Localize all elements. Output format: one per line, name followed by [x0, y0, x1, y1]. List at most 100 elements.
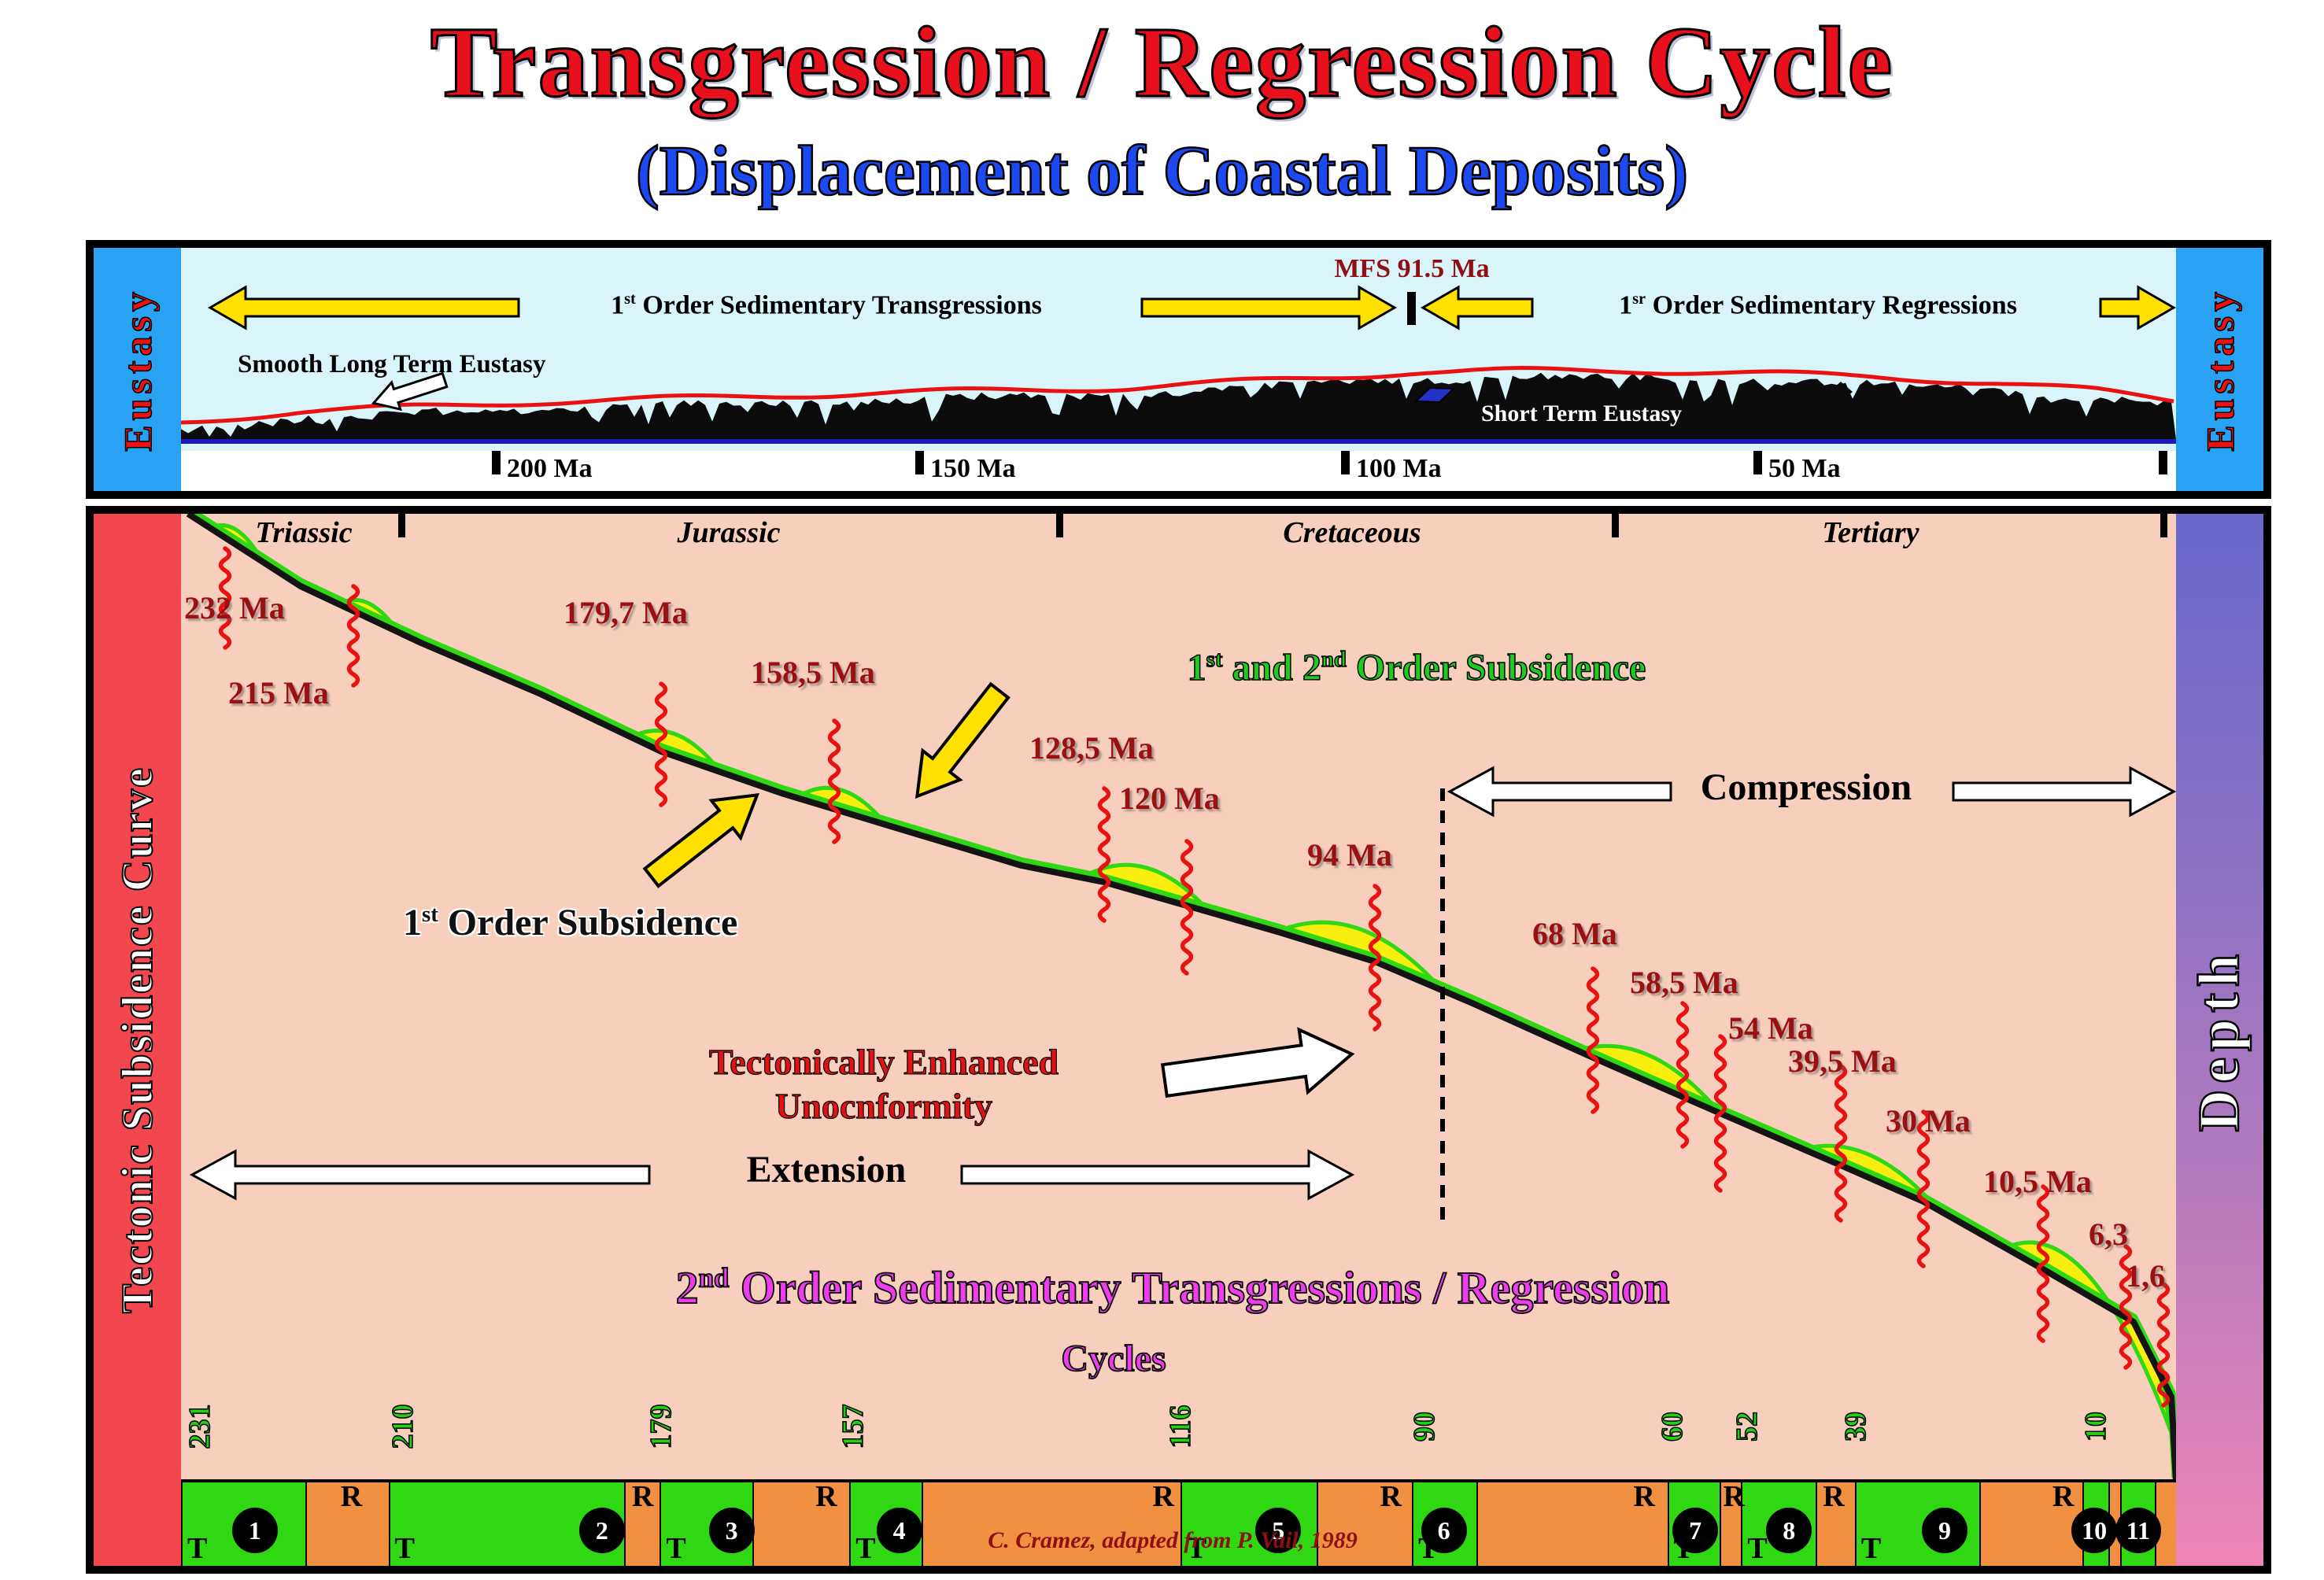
age-squiggle — [1713, 1034, 1727, 1193]
regressions-label: 1sr Order Sedimentary Regressions — [1619, 290, 2017, 320]
extension-label: Extension — [746, 1149, 907, 1191]
transgressions-label: 1st Order Sedimentary Transgressions — [611, 290, 1042, 320]
subsidence-left-bar: Tectonic Subsidence Curve — [94, 514, 181, 1566]
regression-letter: R — [631, 1480, 654, 1513]
subsidence-curve-svg — [186, 514, 2176, 1482]
bottom-age-label: 210 — [386, 1404, 420, 1450]
period-tick — [398, 514, 405, 537]
cycle-number-badge: 11 — [2115, 1508, 2161, 1553]
tectonic-subsidence-label: Tectonic Subsidence Curve — [113, 766, 163, 1314]
time-tick-label: 150 Ma — [930, 454, 1016, 483]
age-label: 10,5 Ma — [1983, 1164, 2092, 1199]
age-squiggle — [1676, 1001, 1690, 1149]
transgression-letter: T — [187, 1532, 208, 1565]
eustasy-curve-svg — [181, 285, 2176, 444]
age-label: 94 Ma — [1307, 837, 1392, 873]
regression-segment — [923, 1482, 1181, 1566]
age-label: 68 Ma — [1532, 916, 1617, 951]
transgression-letter: T — [1747, 1532, 1768, 1565]
period-tick — [1056, 514, 1063, 537]
white-arrow — [1446, 766, 1672, 818]
time-tick — [2159, 451, 2167, 474]
age-squiggle — [654, 681, 668, 807]
regression-segment — [306, 1482, 389, 1566]
regression-segment — [1721, 1482, 1742, 1566]
unconformity-pointer-arrow — [1160, 1027, 1355, 1098]
first-order-subsidence-label: 1st Order Subsidence — [403, 902, 738, 943]
regression-letter: R — [340, 1480, 363, 1513]
time-tick — [492, 451, 501, 474]
mfs-label: MFS 91.5 Ma — [1334, 254, 1490, 283]
figure-subtitle: (Displacement of Coastal Deposits) — [635, 131, 1690, 212]
period-label: Cretaceous — [1283, 516, 1421, 549]
second-order-label: 2nd Order Sedimentary Transgressions / R… — [675, 1261, 1670, 1314]
bottom-age-label: 52 — [1730, 1411, 1764, 1442]
period-tick — [2160, 514, 2167, 537]
regression-segment — [626, 1482, 660, 1566]
depth-bar: Depth — [2176, 514, 2263, 1566]
compression-label: Compression — [1700, 766, 1912, 808]
eustasy-panel: Eustasy MFS 91.5 Ma 1st Order Sedimentar… — [86, 240, 2271, 499]
smooth-eustasy-pointer-arrow — [371, 371, 449, 412]
age-label: 158,5 Ma — [751, 655, 875, 690]
age-squiggle — [1916, 1109, 1931, 1268]
time-tick-label: 100 Ma — [1356, 454, 1442, 483]
regression-letter: R — [2052, 1480, 2075, 1513]
regression-letter: R — [1633, 1480, 1655, 1513]
yellow-pointer-arrow-up — [642, 792, 760, 888]
regression-segment — [753, 1482, 850, 1566]
bottom-age-label: 179 — [644, 1404, 678, 1450]
age-squiggle — [2036, 1184, 2050, 1343]
age-label: 232 Ma — [184, 590, 285, 626]
age-squiggle — [2156, 1282, 2171, 1408]
yellow-arrow — [1421, 285, 1534, 330]
cycle-number-badge: 10 — [2071, 1508, 2118, 1553]
age-label: 30 Ma — [1886, 1103, 1971, 1139]
white-arrow — [960, 1149, 1355, 1201]
age-label: 39,5 Ma — [1788, 1043, 1897, 1079]
eustasy-plot-area: MFS 91.5 Ma 1st Order Sedimentary Transg… — [181, 248, 2176, 491]
bottom-age-label: 116 — [1163, 1405, 1198, 1449]
time-tick — [1753, 451, 1762, 474]
baseline — [181, 439, 2176, 444]
bottom-age-label: 60 — [1655, 1411, 1690, 1442]
yellow-pointer-arrow-down — [914, 681, 1011, 799]
regression-letter: R — [1380, 1480, 1402, 1513]
white-arrow — [189, 1149, 651, 1201]
eustasy-left-bar: Eustasy — [94, 248, 181, 491]
yellow-arrow — [2099, 285, 2176, 330]
depth-label: Depth — [2186, 947, 2253, 1133]
black-diamond-marker — [1829, 382, 1853, 402]
age-squiggle — [1180, 839, 1194, 976]
tectonically-enhanced-label: Tectonically Enhanced — [708, 1041, 1059, 1082]
cycle-number-badge: 3 — [708, 1508, 755, 1553]
bottom-age-label: 231 — [183, 1404, 217, 1450]
subsidence-plot-area: 1st and 2nd Order Subsidence Compression… — [181, 514, 2176, 1566]
regression-letter: R — [1823, 1480, 1845, 1513]
cycle-number-badge: 6 — [1421, 1508, 1467, 1553]
age-squiggle — [346, 584, 360, 688]
age-squiggle — [827, 718, 841, 844]
regression-letter: R — [1152, 1480, 1174, 1513]
yellow-arrow — [1140, 285, 1397, 330]
age-squiggle — [2119, 1244, 2133, 1370]
regression-letter: R — [1723, 1480, 1745, 1513]
order-subsidence-label: 1st and 2nd Order Subsidence — [1187, 646, 1646, 689]
time-tick-label: 200 Ma — [507, 454, 593, 483]
regression-segment — [1477, 1482, 1668, 1566]
long-term-eustasy-curve — [181, 365, 2174, 425]
figure-title: Transgression / Regression Cycle — [429, 6, 1894, 120]
transgression-letter: T — [855, 1532, 876, 1565]
cycle-number-badge: 7 — [1672, 1508, 1719, 1553]
smooth-eustasy-label: Smooth Long Term Eustasy — [238, 350, 546, 378]
subsidence-curve — [186, 514, 2176, 1482]
bottom-age-label: 157 — [836, 1404, 870, 1450]
age-squiggle — [218, 546, 232, 650]
bottom-age-label: 39 — [1838, 1411, 1873, 1442]
transgression-letter: T — [666, 1532, 686, 1565]
eustasy-right-bar: Eustasy — [2176, 248, 2263, 491]
bottom-age-label: 10 — [2078, 1411, 2113, 1442]
bottom-age-label: 90 — [1407, 1411, 1442, 1442]
cycle-bar: T1RT2RT3RT4RT5RT6RT7RT8RT9R1011 — [181, 1479, 2176, 1566]
